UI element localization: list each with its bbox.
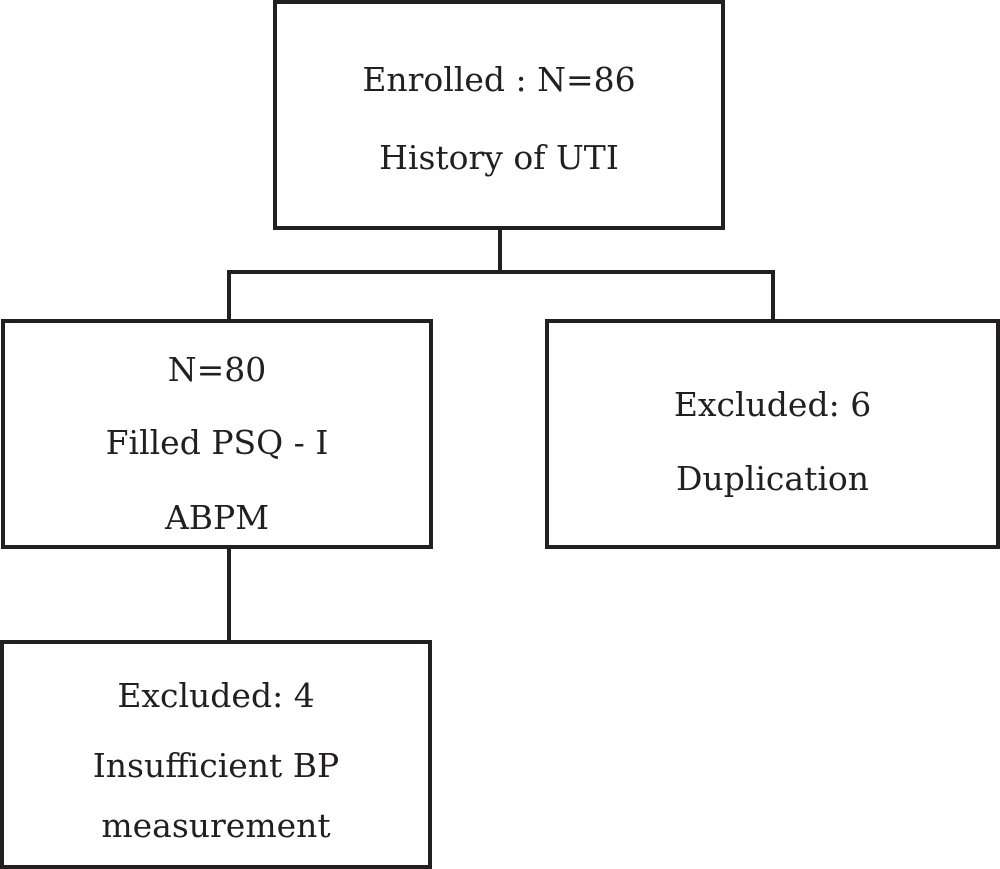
enrolled-box: Enrolled : N=86 History of UTI bbox=[273, 0, 725, 230]
included-count-label: N=80 bbox=[167, 350, 267, 389]
included-box: N=80 Filled PSQ - I ABPM bbox=[1, 319, 433, 549]
included-psq-label: Filled PSQ - I bbox=[105, 423, 329, 462]
connector-included-to-excluded-bp bbox=[227, 545, 231, 643]
connector-enrolled-down bbox=[498, 227, 502, 273]
excluded-bp-reason-label-continued: measurement bbox=[101, 806, 331, 845]
enrolled-criteria-label: History of UTI bbox=[379, 138, 619, 177]
connector-horizontal-split bbox=[227, 270, 775, 274]
excluded-bp-reason-label: Insufficient BP bbox=[92, 746, 340, 785]
excluded-bp-count-label: Excluded: 4 bbox=[117, 676, 315, 715]
excluded-bp-box: Excluded: 4 Insufficient BP measurement bbox=[0, 640, 432, 869]
excluded-duplication-count-label: Excluded: 6 bbox=[673, 385, 872, 424]
connector-to-excluded-duplication bbox=[771, 270, 775, 322]
connector-to-included bbox=[227, 270, 231, 322]
enrolled-count-label: Enrolled : N=86 bbox=[362, 60, 636, 99]
included-abpm-label: ABPM bbox=[164, 498, 270, 537]
excluded-duplication-reason-label: Duplication bbox=[675, 459, 870, 498]
excluded-duplication-box: Excluded: 6 Duplication bbox=[545, 319, 1000, 549]
